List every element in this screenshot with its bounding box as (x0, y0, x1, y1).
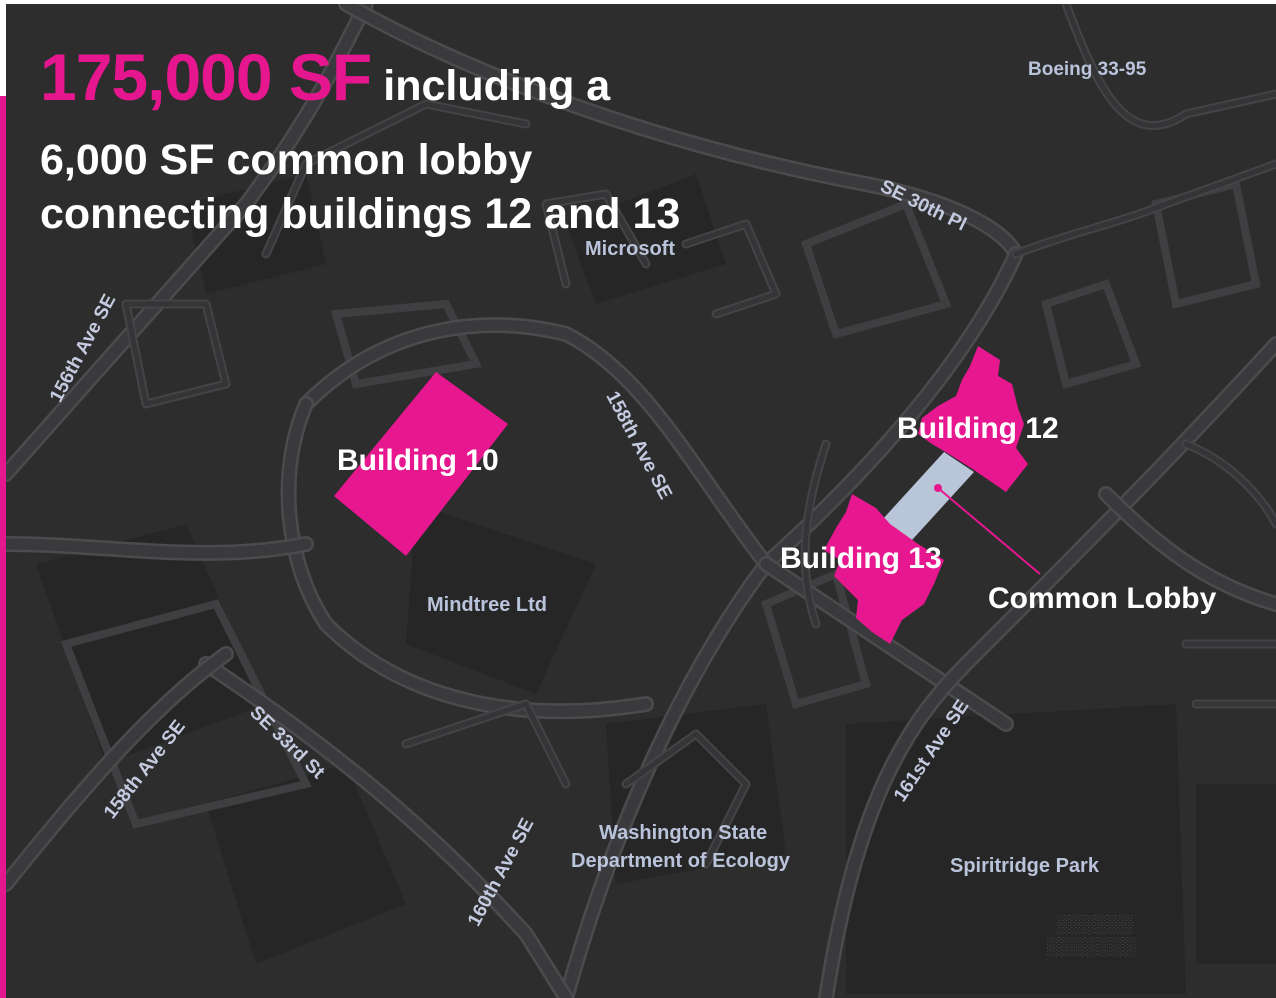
building-12-label[interactable]: Building 12 (897, 412, 1059, 445)
ghost-label: ░░░░░░ (1056, 914, 1133, 934)
map-base-layer (6, 4, 1276, 998)
headline-line-2: 6,000 SF common lobby (40, 136, 533, 184)
place-label-ecology-line2[interactable]: Department of Ecology (571, 850, 790, 872)
place-label-mindtree[interactable]: Mindtree Ltd (427, 594, 547, 616)
building-12-footprint[interactable] (918, 346, 1028, 492)
accent-bar (0, 96, 6, 998)
building-13-footprint[interactable] (824, 494, 944, 644)
building-10-footprint[interactable] (334, 372, 508, 556)
headline-line-3: connecting buildings 12 and 13 (40, 190, 681, 238)
place-label-boeing[interactable]: Boeing 33-95 (1028, 59, 1147, 80)
minor-roads (121, 4, 1276, 869)
lobby-leader-line (937, 487, 1041, 575)
place-label-microsoft[interactable]: Microsoft (585, 238, 675, 260)
place-label-ecology-line1[interactable]: Washington State (599, 822, 768, 844)
ghost-label: ░░░░░░░ (1046, 936, 1136, 956)
major-roads (6, 4, 1276, 998)
headline-including: including a (383, 62, 611, 110)
place-label-spiritridge-park[interactable]: Spiritridge Park (950, 855, 1099, 877)
building-13-label[interactable]: Building 13 (780, 542, 942, 575)
common-lobby-footprint[interactable] (882, 452, 974, 540)
headline-square-footage: 175,000 SF (40, 40, 372, 114)
building-10-label[interactable]: Building 10 (337, 444, 499, 477)
map-canvas[interactable]: ░░░░░░ ░░░░░░░ Boeing 33-95 Microsoft Mi… (6, 4, 1276, 998)
common-lobby-label[interactable]: Common Lobby (988, 582, 1217, 615)
lobby-leader-dot (934, 484, 942, 492)
